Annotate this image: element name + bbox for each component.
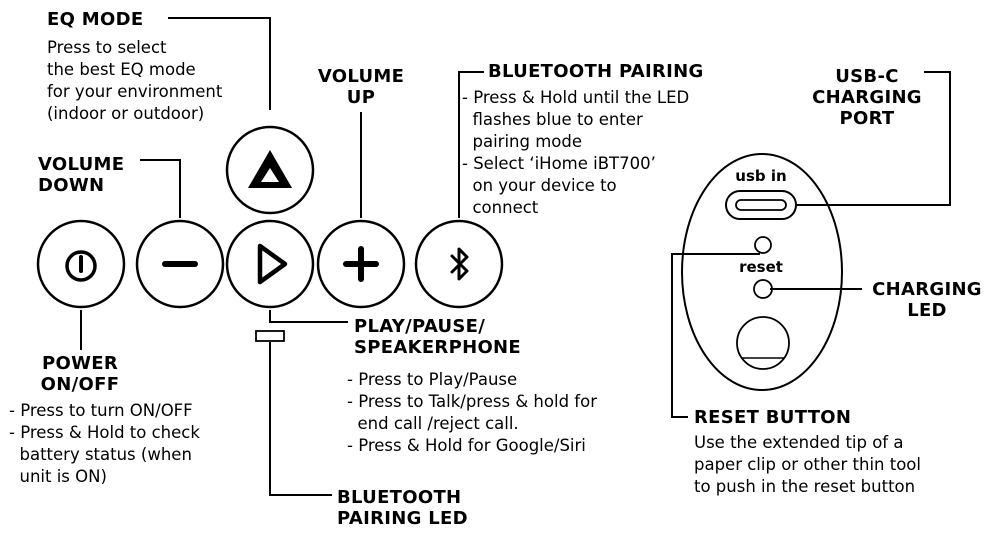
reset-label: reset: [739, 258, 783, 276]
eq-mode-description: Press to select the best EQ mode for you…: [47, 38, 223, 123]
bluetooth-led-leader: [269, 342, 332, 496]
reset-button-description: Use the extended tip of a paper clip or …: [694, 433, 921, 496]
volume-down-title: VOLUME DOWN: [38, 154, 125, 196]
reset-button-title: RESET BUTTON: [694, 407, 852, 428]
usb-c-title: USB-C CHARGING PORT: [812, 66, 922, 129]
usb-c-port-inner: [735, 199, 787, 211]
lanyard-hole: [736, 316, 790, 370]
volume-up-icon: [343, 246, 379, 282]
reset-leader: [671, 253, 760, 418]
bluetooth-icon: [450, 247, 469, 281]
charging-led-title: CHARGING LED: [872, 279, 982, 321]
reset-hole[interactable]: [754, 236, 772, 254]
play-pause-description: - Press to Play/Pause - Press to Talk/pr…: [347, 370, 597, 455]
bluetooth-button[interactable]: [414, 219, 504, 309]
play-icon: [257, 243, 288, 285]
play-pause-leader: [269, 310, 348, 323]
charging-led: [753, 279, 773, 299]
bluetooth-pairing-description: - Press & Hold until the LED flashes blu…: [462, 88, 690, 217]
power-description: - Press to turn ON/OFF - Press & Hold to…: [9, 401, 200, 486]
eq-mode-leader: [168, 17, 271, 110]
volume-down-leader: [140, 159, 181, 218]
play-pause-title: PLAY/PAUSE/ SPEAKERPHONE: [354, 316, 522, 358]
power-icon: [65, 250, 97, 282]
usb-c-port[interactable]: [725, 190, 797, 220]
power-title: POWER ON/OFF: [40, 353, 120, 395]
volume-up-title: VOLUME UP: [317, 66, 405, 108]
power-button[interactable]: [36, 219, 126, 309]
play-pause-button[interactable]: [225, 219, 315, 309]
port-panel: [681, 153, 843, 391]
bluetooth-pairing-led: [255, 330, 285, 342]
bluetooth-pairing-leader: [458, 71, 484, 218]
eq-mode-icon: [248, 150, 292, 188]
usb-c-leader: [796, 71, 951, 206]
usb-in-label: usb in: [735, 167, 786, 185]
volume-down-button[interactable]: [135, 219, 225, 309]
volume-up-button[interactable]: [316, 219, 406, 309]
eq-mode-title: EQ MODE: [47, 9, 144, 30]
bluetooth-pairing-title: BLUETOOTH PAIRING: [488, 61, 704, 82]
eq-mode-button[interactable]: [225, 125, 315, 215]
bluetooth-pairing-led-title: BLUETOOTH PAIRING LED: [337, 487, 468, 529]
